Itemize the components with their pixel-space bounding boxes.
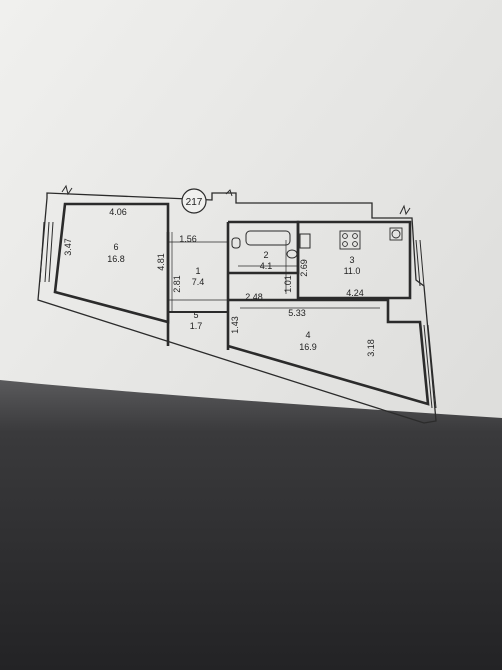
sink-icon <box>231 237 241 249</box>
room-2-area: 4.1 <box>260 261 273 271</box>
wall-break-top-right <box>399 204 411 216</box>
kitchen-sink-icon <box>299 233 311 249</box>
room-4-number: 4 <box>305 330 310 340</box>
room-1-number: 1 <box>195 266 200 276</box>
room-6-number: 6 <box>113 242 118 252</box>
room-3-area: 11.0 <box>344 266 361 276</box>
room-4-walls <box>227 298 430 406</box>
corridor-walls <box>166 222 230 350</box>
room-3-walls <box>296 220 412 300</box>
room-4-area: 16.9 <box>299 342 317 352</box>
right-window <box>415 239 437 409</box>
dimension-2-48: 2.48 <box>245 292 263 302</box>
photo-shadow <box>0 380 502 670</box>
dimension-3-18: 3.18 <box>366 339 376 357</box>
wall-break-top-mid <box>225 189 233 197</box>
floor-plan-drawing <box>37 184 437 424</box>
room-3-number: 3 <box>349 255 354 265</box>
dimension-lines <box>168 232 380 312</box>
wall-break-top-left <box>61 184 73 196</box>
room-2-number: 2 <box>263 250 268 260</box>
dimension-2-69: 2.69 <box>299 259 309 277</box>
dimension-1-43: 1.43 <box>230 316 240 334</box>
dimension-4-06: 4.06 <box>109 207 127 217</box>
boiler-icon <box>389 227 403 241</box>
bathtub-icon <box>245 230 291 246</box>
dimension-4-24: 4.24 <box>346 288 364 298</box>
apartment-number: 217 <box>186 197 203 208</box>
dimension-1-56: 1.56 <box>179 234 197 244</box>
room-5-area: 1.7 <box>190 321 203 331</box>
room-5-number: 5 <box>193 310 198 320</box>
left-window <box>39 221 54 283</box>
stove-icon <box>339 230 361 250</box>
apartment-number-circle <box>181 188 207 214</box>
dimension-2-81: 2.81 <box>172 275 182 293</box>
toilet-icon <box>286 249 298 259</box>
dimension-1-01: 1.01 <box>283 275 293 293</box>
dimension-4-81: 4.81 <box>156 253 166 271</box>
dimension-5-33: 5.33 <box>288 308 306 318</box>
dimension-3-47: 3.47 <box>63 238 73 256</box>
room-1-area: 7.4 <box>192 277 205 287</box>
room-6-area: 16.8 <box>107 254 125 264</box>
outer-wall <box>37 192 437 424</box>
